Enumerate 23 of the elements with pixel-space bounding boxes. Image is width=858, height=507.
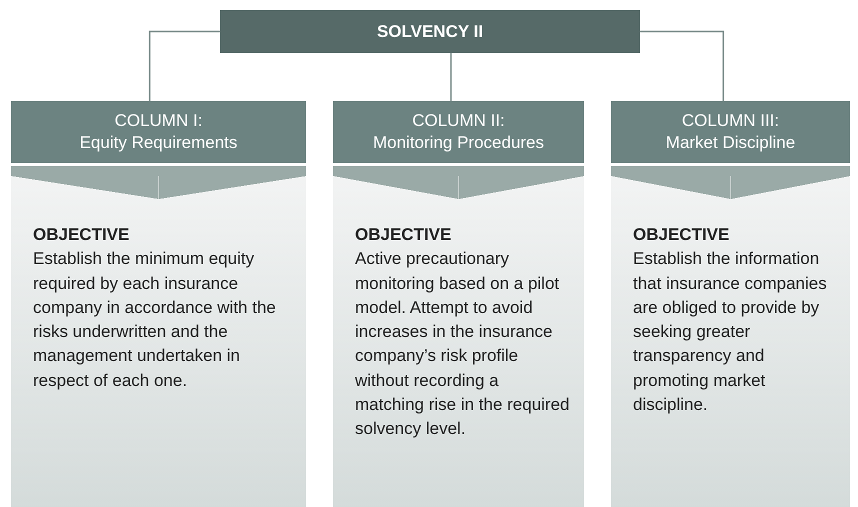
objective-text: Establish the minimum equity required by each insurance company in accordance with the risks underwritten and the management undertaken in respect of each one. xyxy=(33,248,277,392)
column-title: Monitoring Procedures xyxy=(372,132,546,154)
column-header xyxy=(11,101,306,163)
column-number: COLUMN II: xyxy=(411,110,506,132)
objective-panel xyxy=(333,166,584,507)
heading: OBJECTIVE xyxy=(33,224,130,246)
heading: OBJECTIVE xyxy=(633,224,730,246)
column-number: COLUMN III: xyxy=(680,110,780,132)
objective-text: Active precautionary monitoring based on a pilot model. Attempt to avoid increases in the insurance company’s risk profile without recording a matching rise in the required solvency level. xyxy=(355,248,570,440)
objective-panel xyxy=(611,166,850,507)
title-box xyxy=(220,10,640,53)
column-title: Market Discipline xyxy=(664,132,796,154)
column-number: COLUMN I: xyxy=(114,110,204,132)
connector-line xyxy=(450,53,452,101)
connector-line xyxy=(640,30,724,101)
column-header xyxy=(611,101,850,163)
heading: OBJECTIVE xyxy=(355,224,452,246)
column-header xyxy=(333,101,584,163)
connector-line xyxy=(148,30,220,101)
objective-text: Establish the information that insurance companies are obliged to provide by seeking greater transparency and promoting market discipline. xyxy=(633,248,828,416)
objective-panel xyxy=(11,166,306,507)
column-title: Equity Requirements xyxy=(78,132,238,154)
title-text: SOLVENCY II xyxy=(376,22,484,42)
